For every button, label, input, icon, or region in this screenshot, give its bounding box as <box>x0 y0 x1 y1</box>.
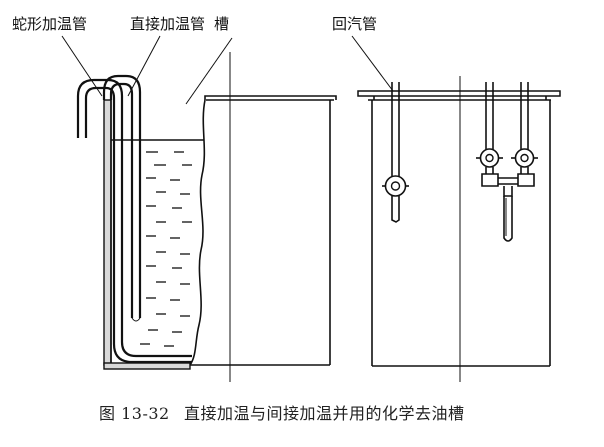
liquid-dashes <box>140 151 192 347</box>
direct-heating-pipe-inner <box>109 82 134 318</box>
label-coil-heating-pipe: 蛇形加温管 <box>12 15 87 33</box>
label-direct-heating-pipe: 直接加温管 <box>130 15 205 33</box>
section-break-line <box>189 99 206 366</box>
label-return-steam-pipe: 回汽管 <box>332 15 377 33</box>
return-steam-pipe <box>382 82 409 223</box>
caption-figure-number: 图 13-32 <box>99 404 170 423</box>
elevation-view <box>357 76 561 382</box>
tank-rim <box>204 95 337 100</box>
middle-pipe <box>476 82 503 187</box>
right-pipe <box>511 82 538 187</box>
leader-lines <box>61 35 394 105</box>
tank-flange <box>357 90 561 97</box>
section-view <box>76 52 337 382</box>
tee-connection <box>498 177 518 242</box>
direct-heating-pipe <box>102 74 142 318</box>
label-tank: 槽 <box>214 15 229 33</box>
coil-heating-pipe <box>76 78 192 358</box>
caption-title: 直接加温与间接加温并用的化学去油槽 <box>184 404 465 423</box>
tank-wall-left <box>103 99 112 366</box>
tank-bottom <box>103 362 191 370</box>
